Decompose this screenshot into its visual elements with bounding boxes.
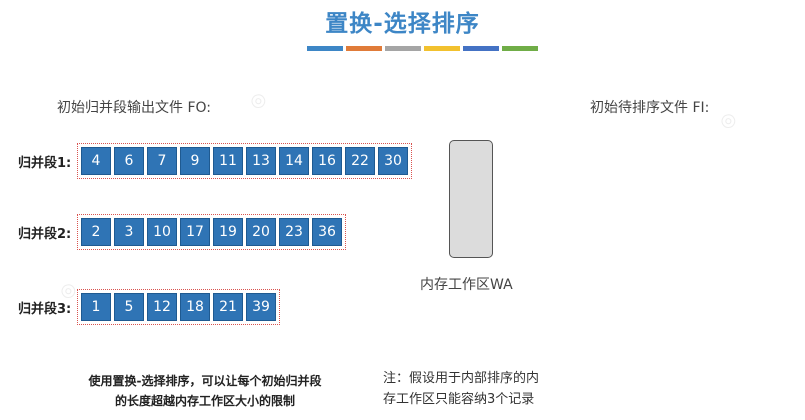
segment-2-label: 归并段2: (18, 227, 72, 242)
strip-segment (346, 46, 382, 51)
fo-label: 初始归并段输出文件 FO: (57, 100, 211, 116)
segment-3-label: 归并段3: (18, 302, 72, 317)
strip-segment (463, 46, 499, 51)
note-right-line-1: 注：假设用于内部排序的内 (383, 371, 540, 386)
segment-2-box: 2 3 10 17 19 20 23 36 (77, 214, 346, 250)
segment-cell: 39 (246, 293, 276, 321)
segment-cell: 11 (213, 147, 243, 175)
segment-cell: 5 (114, 293, 144, 321)
fi-label: 初始待排序文件 FI: (590, 100, 710, 116)
segment-cell: 17 (180, 218, 210, 246)
segment-cell: 6 (114, 147, 144, 175)
note-left-line-2: 的长度超越内存工作区大小的限制 (114, 394, 295, 408)
segment-cell: 13 (246, 147, 276, 175)
note-right-line-2: 存工作区只能容纳3个记录 (383, 392, 535, 407)
memory-work-area (449, 140, 493, 258)
segment-cell: 9 (180, 147, 210, 175)
segment-cell: 10 (147, 218, 177, 246)
segment-cell: 14 (279, 147, 309, 175)
segment-cell: 23 (279, 218, 309, 246)
watermark-logo: ◎ (715, 107, 741, 134)
note-left: 使用置换-选择排序，可以让每个初始归并段 的长度超越内存工作区大小的限制 (0, 371, 410, 411)
note-left-line-1: 使用置换-选择排序，可以让每个初始归并段 (88, 374, 322, 388)
note-right: 注：假设用于内部排序的内 存工作区只能容纳3个记录 (383, 368, 539, 410)
segment-cell: 2 (81, 218, 111, 246)
segment-cell: 20 (246, 218, 276, 246)
segment-3-box: 1 5 12 18 21 39 (77, 289, 280, 325)
segment-cell: 16 (312, 147, 342, 175)
page-title: 置换-选择排序 (325, 11, 480, 37)
wa-label: 内存工作区WA (420, 277, 513, 293)
segment-cell: 18 (180, 293, 210, 321)
segment-cell: 7 (147, 147, 177, 175)
segment-cell: 3 (114, 218, 144, 246)
segment-cell: 30 (378, 147, 408, 175)
segment-cell: 1 (81, 293, 111, 321)
segment-1-label: 归并段1: (18, 156, 72, 171)
strip-segment (307, 46, 343, 51)
watermark-logo: ◎ (245, 87, 271, 114)
segment-cell: 21 (213, 293, 243, 321)
segment-cell: 36 (312, 218, 342, 246)
segment-cell: 19 (213, 218, 243, 246)
segment-cell: 12 (147, 293, 177, 321)
strip-segment (424, 46, 460, 51)
title-color-strip (307, 46, 538, 51)
segment-1-box: 4 6 7 9 11 13 14 16 22 30 (77, 143, 412, 179)
strip-segment (502, 46, 538, 51)
segment-cell: 4 (81, 147, 111, 175)
segment-cell: 22 (345, 147, 375, 175)
strip-segment (385, 46, 421, 51)
